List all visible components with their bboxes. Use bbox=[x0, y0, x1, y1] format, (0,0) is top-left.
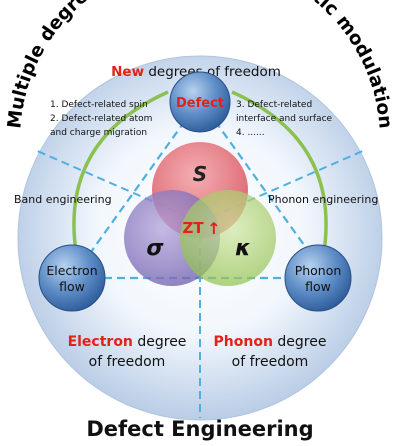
electron-dof-line1: Electron degree bbox=[68, 334, 187, 350]
defect-node-label: Defect bbox=[176, 96, 224, 111]
band-engineering-label: Band engineering bbox=[14, 193, 112, 206]
defect-notes-left: 1. Defect-related spin 2. Defect-related… bbox=[50, 100, 152, 138]
phonon-engineering-arc bbox=[231, 90, 328, 253]
phonon-dof-line2: of freedom bbox=[232, 354, 309, 370]
zt-up-arrow-icon: ↑ bbox=[207, 219, 220, 238]
phonon-node-line1: Phonon bbox=[295, 263, 342, 278]
phonon-flow-node: Phonon flow bbox=[284, 244, 352, 312]
phonon-dof-line1: Phonon degree bbox=[214, 334, 327, 350]
note-spin: 1. Defect-related spin bbox=[50, 100, 148, 110]
venn-label-sigma: σ bbox=[146, 236, 164, 261]
phonon-engineering-label: Phonon engineering bbox=[268, 193, 378, 206]
note-more: 4. ...... bbox=[236, 128, 265, 138]
note-surface: interface and surface bbox=[236, 114, 333, 124]
venn-label-kappa: κ bbox=[235, 236, 251, 261]
defect-node: Defect bbox=[169, 71, 231, 133]
phonon-node-line2: flow bbox=[305, 279, 331, 294]
triangle-edge-right bbox=[199, 99, 323, 271]
bottom-title: Defect Engineering bbox=[86, 417, 313, 441]
band-engineering-arc bbox=[72, 90, 169, 253]
venn-label-s: S bbox=[193, 162, 207, 186]
electron-dof-line2: of freedom bbox=[89, 354, 166, 370]
new-dof-label: New degrees of freedom bbox=[111, 64, 281, 80]
electron-flow-node: Electron flow bbox=[38, 244, 106, 312]
note-charge: and charge migration bbox=[50, 128, 147, 138]
electron-node-line1: Electron bbox=[46, 263, 97, 278]
triangle-edge-left bbox=[77, 99, 201, 271]
venn-diagram: S σ κ ZT ↑ bbox=[124, 142, 276, 286]
note-atom: 2. Defect-related atom bbox=[50, 114, 152, 124]
note-interface: 3. Defect-related bbox=[236, 100, 312, 110]
electron-node-line2: flow bbox=[59, 279, 85, 294]
venn-label-zt: ZT bbox=[182, 219, 204, 237]
venn-circle-kappa bbox=[180, 190, 276, 286]
defect-notes-right: 3. Defect-related interface and surface … bbox=[236, 100, 333, 138]
